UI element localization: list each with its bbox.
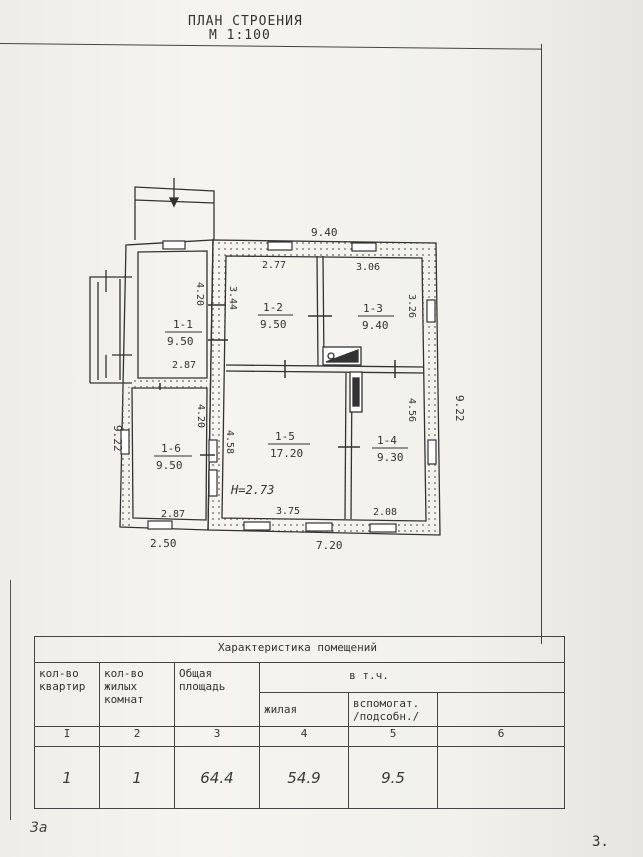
- plan-title: ПЛАН СТРОЕНИЯ: [188, 14, 303, 29]
- sheet-note: 3а: [30, 820, 48, 836]
- value-total-area: 64.4: [174, 746, 260, 809]
- header-total-area: Общая площадь: [174, 662, 260, 727]
- room-1-4-dim-height: 4.56: [406, 398, 417, 422]
- dim-overall-left: 9.22: [111, 425, 124, 452]
- frame-border-left: [10, 580, 11, 820]
- room-1-1-dim-width: 2.87: [172, 360, 196, 371]
- col-num-5: 5: [348, 726, 438, 747]
- dim-overall-top: 9.40: [311, 226, 338, 239]
- room-1-2-code: 1-2: [263, 301, 283, 314]
- header-including: в т.ч.: [259, 662, 565, 693]
- dim-overall-right: 9.22: [453, 395, 466, 422]
- room-1-5-dim-width: 3.75: [276, 506, 300, 517]
- header-living: жилая: [259, 692, 349, 727]
- room-1-3-code: 1-3: [363, 302, 383, 315]
- room-1-6-area: 9.50: [156, 459, 183, 472]
- room-1-4-code: 1-4: [377, 434, 397, 447]
- col-num-4: 4: [259, 726, 349, 747]
- header-auxiliary: вспомогат. /подсобн./: [348, 692, 438, 727]
- room-1-6-dim-width: 2.87: [161, 509, 185, 520]
- windows: [120, 240, 437, 533]
- col-num-1: I: [34, 726, 100, 747]
- room-1-3-area: 9.40: [362, 319, 389, 332]
- room-1-5-code: 1-5: [275, 430, 295, 443]
- room-1-1-area: 9.50: [167, 335, 194, 348]
- floor-plan: 9.40 9.22 9.22 7.20 2.50 1-1 9.50 4.20 2…: [89, 178, 466, 552]
- room-1-5-area: 17.20: [270, 447, 303, 460]
- room-1-2-dim-width: 2.77: [262, 260, 286, 271]
- outer-walls: [119, 239, 441, 536]
- ceiling-height: H=2.73: [230, 483, 274, 497]
- entrance-porch: [89, 178, 215, 384]
- room-1-4-dim-width: 2.08: [373, 507, 397, 518]
- col-num-3: 3: [174, 726, 260, 747]
- room-1-3-dim-height: 3.26: [406, 294, 417, 318]
- rooms-characteristics-table: Характеристика помещений кол-во квартир …: [34, 636, 565, 809]
- col-num-2: 2: [99, 726, 175, 747]
- header-living-rooms: кол-во жилых комнат: [99, 662, 175, 727]
- room-1-3-dim-width: 3.06: [356, 262, 380, 273]
- room-1-2-dim-height: 3.44: [227, 286, 238, 310]
- value-living-rooms: 1: [99, 746, 175, 809]
- room-1-1-code: 1-1: [173, 318, 193, 331]
- header-col6: [437, 692, 565, 727]
- room-1-1-dim-height: 4.20: [194, 282, 205, 306]
- room-1-6-code: 1-6: [161, 442, 181, 455]
- value-col6: [437, 746, 565, 809]
- room-1-5-dim-height: 4.58: [224, 430, 235, 454]
- value-auxiliary-area: 9.5: [348, 746, 438, 809]
- header-apartments: кол-во квартир: [34, 662, 100, 727]
- plan-scale: М 1:100: [209, 28, 271, 43]
- room-1-6-dim-height: 4.20: [195, 404, 206, 428]
- value-living-area: 54.9: [259, 746, 349, 809]
- table-title: Характеристика помещений: [34, 636, 565, 663]
- room-1-2-area: 9.50: [260, 318, 287, 331]
- page-number: 3.: [592, 834, 609, 850]
- room-1-4-area: 9.30: [377, 451, 404, 464]
- door-marks: [159, 304, 396, 456]
- frame-border-right: [541, 44, 542, 644]
- dim-overall-bottom: 7.20: [316, 539, 343, 552]
- interior-walls: [225, 255, 425, 520]
- value-apartments: 1: [34, 746, 100, 809]
- dim-bottom-left: 2.50: [150, 537, 177, 550]
- col-num-6: 6: [437, 726, 565, 747]
